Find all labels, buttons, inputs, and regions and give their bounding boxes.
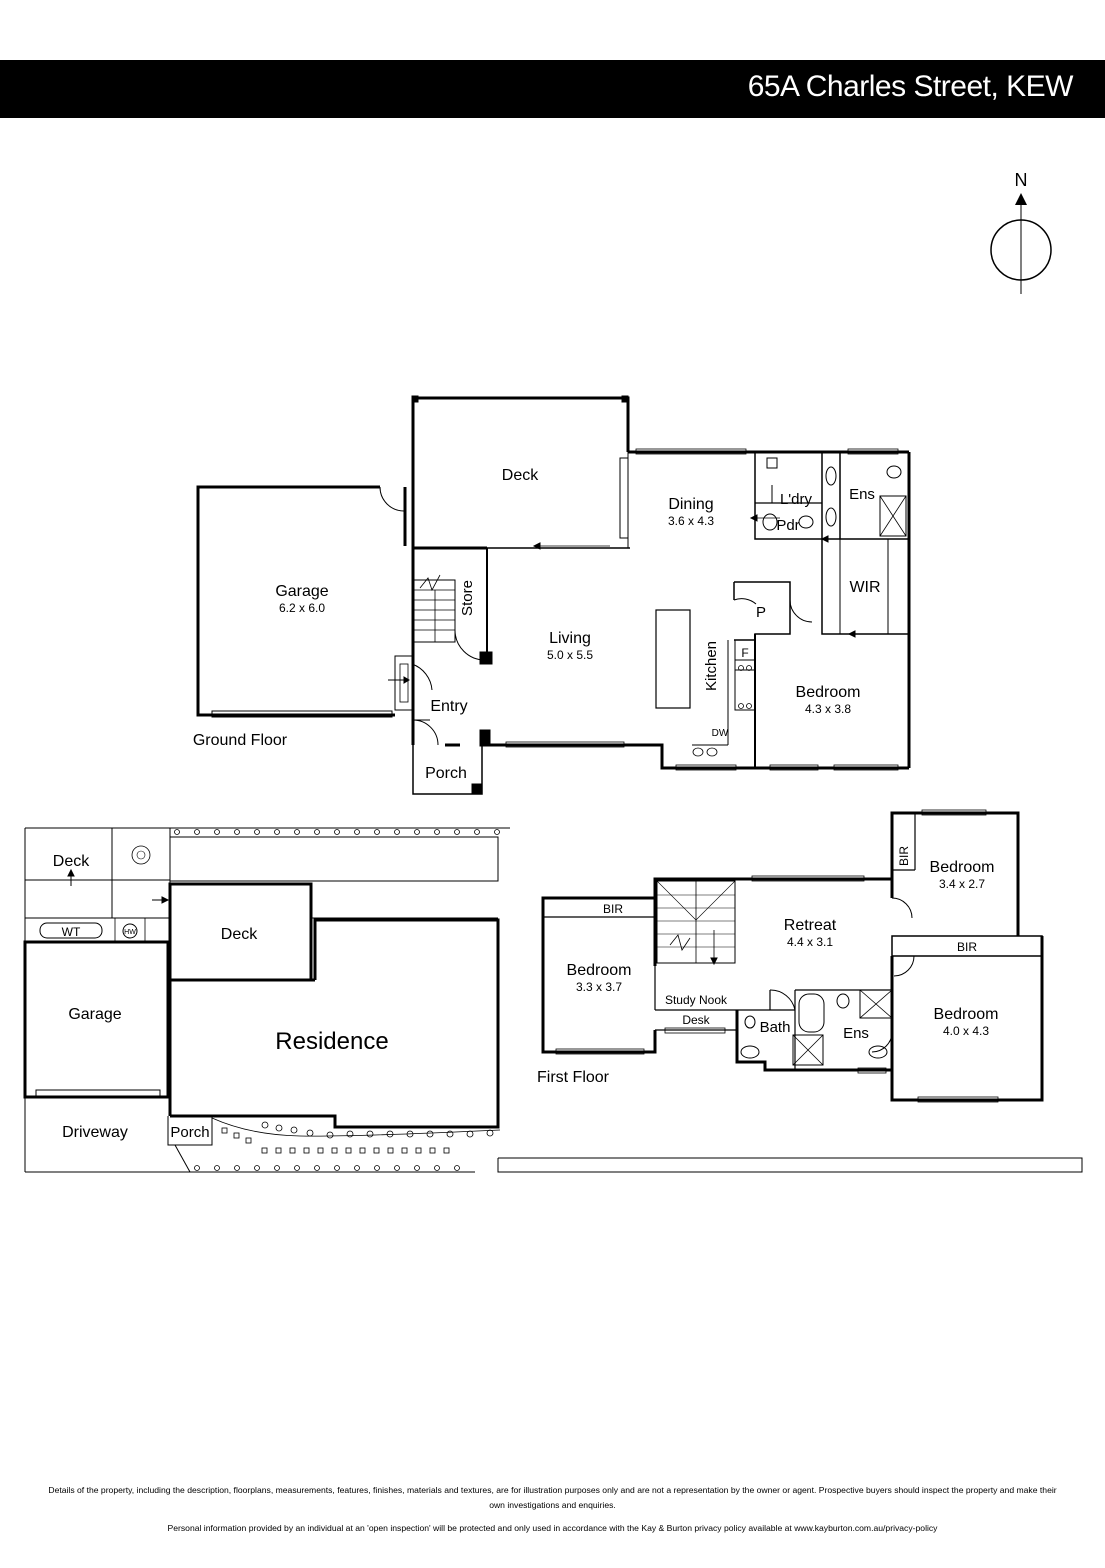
room-ensuite: Ens (849, 486, 875, 503)
room-garage-dim: 6.2 x 6.0 (279, 601, 325, 615)
room-wir: WIR (849, 579, 880, 596)
ff-retreat: Retreat (784, 917, 837, 934)
site-residence: Residence (275, 1028, 388, 1055)
ff-bedroom-ne: Bedroom (930, 859, 995, 876)
room-living-dim: 5.0 x 5.5 (547, 648, 593, 662)
room-pantry: P (756, 604, 766, 621)
ff-retreat-dim: 4.4 x 3.1 (787, 935, 833, 949)
room-laundry: L'dry (780, 491, 813, 508)
site-plan (23, 827, 1083, 1173)
room-bedroom-dim: 4.3 x 3.8 (805, 702, 851, 716)
room-dining-dim: 3.6 x 4.3 (668, 514, 714, 528)
north-arrow-icon (1015, 193, 1027, 205)
ff-bedroom-se-dim: 4.0 x 4.3 (943, 1024, 989, 1038)
ground-floor-plan (196, 395, 911, 795)
ff-bedroom-ne-dim: 3.4 x 2.7 (939, 877, 985, 891)
room-bedroom: Bedroom (796, 684, 861, 701)
room-deck: Deck (502, 467, 539, 484)
site-deck-b: Deck (221, 926, 258, 943)
ff-bir-right: BIR (957, 940, 977, 954)
dishwasher-label: DW (712, 728, 729, 739)
disclaimer-text: Details of the property, including the d… (48, 1485, 1057, 1510)
room-porch: Porch (425, 765, 467, 782)
compass-label: N (1015, 170, 1028, 190)
ff-ensuite: Ens (843, 1025, 869, 1042)
site-hw: HW (124, 929, 136, 936)
site-deck-a: Deck (53, 853, 90, 870)
room-entry: Entry (430, 698, 467, 715)
site-wt: WT (62, 925, 81, 939)
water-tank-icon (39, 922, 103, 939)
site-driveway: Driveway (62, 1124, 128, 1141)
room-dining: Dining (668, 496, 713, 513)
header-bar: 65A Charles Street, KEW (0, 60, 1105, 118)
site-porch: Porch (170, 1124, 209, 1141)
first-floor-plan (541, 809, 1044, 1103)
ff-bir-top: BIR (897, 846, 911, 866)
site-garage: Garage (68, 1006, 121, 1023)
ff-bath: Bath (760, 1019, 791, 1036)
ff-bir-left: BIR (603, 902, 623, 916)
ground-floor-title: Ground Floor (193, 732, 288, 749)
first-floor-title: First Floor (537, 1069, 610, 1086)
room-living: Living (549, 630, 591, 647)
room-store: Store (459, 580, 476, 616)
room-powder: Pdr (776, 517, 799, 534)
tree-icon (131, 845, 151, 865)
ff-study-nook: Study Nook (665, 993, 728, 1007)
compass (990, 193, 1052, 294)
privacy-text: Personal information provided by an indi… (167, 1523, 938, 1533)
hot-water-icon (122, 923, 138, 939)
room-garage: Garage (275, 583, 328, 600)
ff-bedroom-w: Bedroom (567, 962, 632, 979)
ff-desk: Desk (682, 1013, 710, 1027)
property-address: 65A Charles Street, KEW (747, 70, 1074, 103)
ff-bedroom-se: Bedroom (934, 1006, 999, 1023)
fridge-label: F (741, 646, 748, 660)
ff-bedroom-w-dim: 3.3 x 3.7 (576, 980, 622, 994)
room-kitchen: Kitchen (703, 641, 720, 691)
